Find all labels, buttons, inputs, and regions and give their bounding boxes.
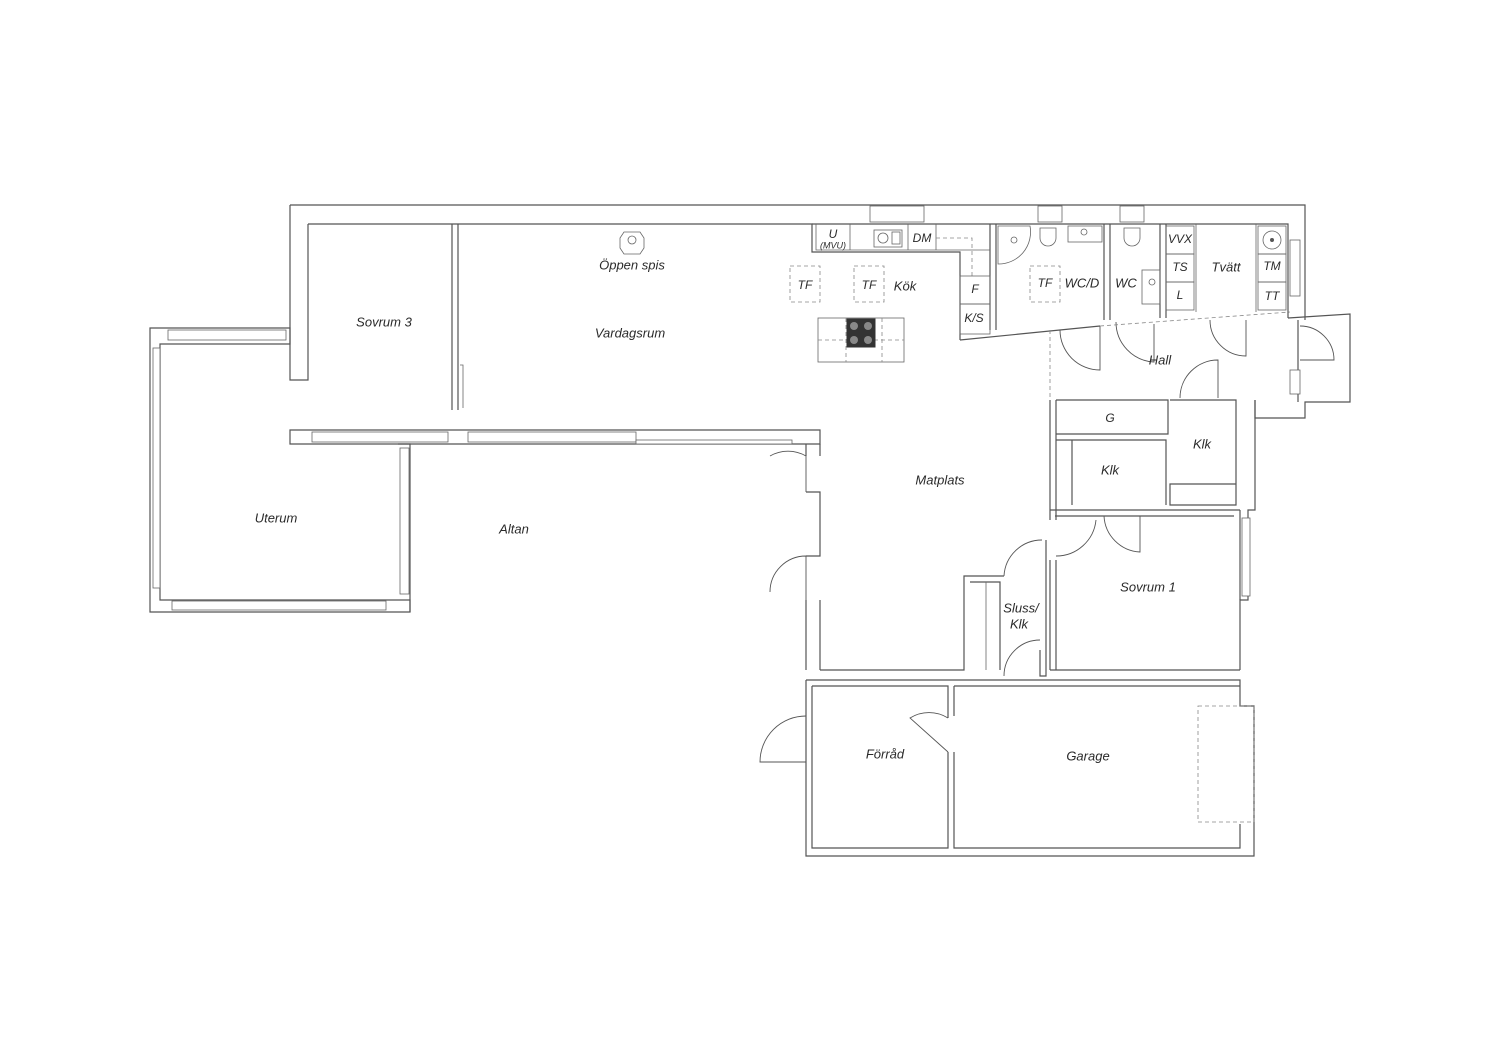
room-label-garage: Garage (1066, 748, 1109, 763)
room-label-klk-center: Klk (1101, 462, 1121, 477)
room-label-tvatt: Tvätt (1212, 259, 1242, 274)
room-label-vardagsrum: Vardagsrum (595, 325, 665, 340)
fixture-label-ts: TS (1172, 260, 1187, 274)
fixture-label-dm: DM (913, 231, 932, 245)
bath-fixtures (997, 224, 1287, 312)
fixture-label-ks: K/S (964, 311, 983, 325)
doors (759, 311, 1335, 763)
fixture-labels: U (MVU) DM F K/S TF TF TF VVX TS L TM TT… (798, 227, 1281, 425)
room-label-sluss-line1: Sluss/ (1003, 600, 1040, 615)
room-label-wcd: WC/D (1065, 275, 1100, 290)
room-label-kok: Kök (894, 278, 918, 293)
fixture-label-u: U (829, 227, 838, 241)
windows (869, 205, 1301, 597)
fixture-label-mvu: (MVU) (820, 240, 846, 250)
fixture-label-l: L (1177, 288, 1184, 302)
fixture-label-vvx: VVX (1168, 232, 1193, 246)
kitchen-fixtures (619, 224, 991, 363)
fixture-label-tt: TT (1265, 289, 1281, 303)
room-labels: Sovrum 3 Vardagsrum Öppen spis Kök Uteru… (255, 257, 1242, 763)
room-label-sluss-line2: Klk (1010, 616, 1030, 631)
fixture-label-g: G (1105, 411, 1114, 425)
room-label-sovrum1: Sovrum 1 (1120, 579, 1176, 594)
fixture-label-tm: TM (1263, 259, 1280, 273)
outer-walls (289, 204, 1351, 857)
room-label-forrad: Förråd (866, 746, 905, 761)
room-label-matplats: Matplats (915, 472, 965, 487)
room-label-sovrum3: Sovrum 3 (356, 314, 412, 329)
uterum-structure (149, 327, 793, 613)
room-label-hall: Hall (1149, 352, 1173, 367)
room-label-altan: Altan (498, 521, 529, 536)
fixture-label-tf-1: TF (798, 278, 813, 292)
fixture-label-tf-3: TF (1038, 276, 1053, 290)
room-label-uterum: Uterum (255, 510, 298, 525)
fixture-label-tf-2: TF (862, 278, 877, 292)
fixture-label-f: F (971, 282, 979, 296)
room-label-wc: WC (1115, 275, 1137, 290)
label-oppen-spis: Öppen spis (599, 257, 665, 272)
room-label-klk-right: Klk (1193, 436, 1213, 451)
